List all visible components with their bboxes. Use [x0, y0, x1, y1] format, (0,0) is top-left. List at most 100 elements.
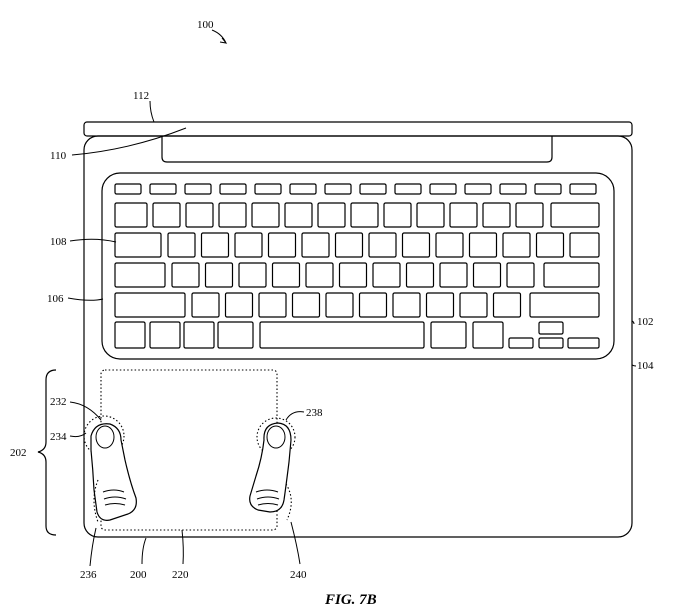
keyboard-key — [251, 202, 280, 228]
keyboard-key — [534, 183, 562, 195]
label-keyboard: 106 — [47, 293, 64, 305]
keyboard-key — [394, 183, 422, 195]
keyboard-key — [114, 321, 146, 349]
keyboard-key — [185, 202, 214, 228]
keyboard-key — [152, 202, 181, 228]
keyboard-key — [405, 262, 435, 288]
keyboard-key — [114, 202, 148, 228]
keyboard-keys — [114, 183, 600, 349]
label-finger-left: 234 — [50, 431, 67, 443]
keyboard-key — [464, 183, 492, 195]
label-housing: 104 — [637, 360, 654, 372]
keyboard-frame — [101, 172, 615, 360]
keyboard-key — [449, 202, 478, 228]
keyboard-key — [401, 232, 431, 258]
keyboard-key — [114, 262, 166, 288]
figure-caption: FIG. 7B — [324, 592, 377, 608]
keyboard-key — [538, 321, 564, 335]
display-lid — [83, 121, 633, 137]
keyboard-key — [259, 321, 425, 349]
keyboard-key — [535, 232, 565, 258]
keyboard-key — [284, 202, 313, 228]
label-display: 112 — [133, 90, 149, 102]
keyboard-key — [508, 337, 534, 349]
keyboard-key — [218, 202, 247, 228]
keyboard-key — [167, 232, 196, 258]
keyboard-key — [267, 232, 297, 258]
left-finger — [83, 415, 137, 523]
hinge — [161, 136, 553, 163]
keyboard-key — [114, 232, 162, 258]
keyboard-key — [550, 202, 600, 228]
keyboard-key — [350, 202, 379, 228]
keyboard-key — [171, 262, 200, 288]
keyboard-key — [219, 183, 247, 195]
label-touch-area: 220 — [172, 569, 189, 581]
keyboard-key — [506, 262, 535, 288]
keyboard-key — [184, 183, 212, 195]
label-finger-right-contact: 238 — [306, 407, 323, 419]
keyboard-key — [289, 183, 317, 195]
keyboard-key — [567, 337, 600, 349]
label-region: 202 — [10, 447, 27, 459]
keyboard-key — [383, 202, 412, 228]
keyboard-key — [472, 262, 502, 288]
right-finger — [249, 417, 296, 521]
keyboard-key — [482, 202, 511, 228]
right-fingernail — [266, 425, 286, 449]
keyboard-key — [429, 183, 457, 195]
label-device: 100 — [197, 19, 214, 31]
keyboard-key — [569, 183, 597, 195]
keyboard-key — [291, 292, 321, 318]
keyboard-key — [204, 262, 234, 288]
keyboard-key — [492, 292, 522, 318]
keyboard-key — [254, 183, 282, 195]
keyboard-key — [425, 292, 455, 318]
keyboard-key — [324, 183, 352, 195]
keyboard-key — [569, 232, 600, 258]
label-key: 108 — [50, 236, 67, 248]
keyboard-key — [358, 292, 388, 318]
keyboard-key — [114, 292, 186, 318]
keyboard-key — [305, 262, 334, 288]
keyboard-key — [368, 232, 397, 258]
label-trackpad: 200 — [130, 569, 147, 581]
keyboard-key — [317, 202, 346, 228]
label-base: 102 — [637, 316, 654, 328]
keyboard-key — [430, 321, 467, 349]
label-finger-left-tip: 236 — [80, 569, 97, 581]
laptop-base — [83, 135, 633, 538]
region-brace — [37, 369, 57, 536]
keyboard-key — [515, 202, 544, 228]
keyboard-key — [301, 232, 330, 258]
keyboard-key — [217, 321, 254, 349]
keyboard-key — [338, 262, 368, 288]
keyboard-key — [439, 262, 468, 288]
left-fingernail — [95, 425, 115, 449]
keyboard-key — [416, 202, 445, 228]
label-hinge: 110 — [50, 150, 67, 162]
label-finger-right-tip: 240 — [290, 569, 307, 581]
keyboard-key — [271, 262, 301, 288]
keyboard-key — [224, 292, 254, 318]
keyboard-key — [234, 232, 263, 258]
left-finger-contact-ring — [83, 415, 125, 457]
keyboard-key — [200, 232, 230, 258]
keyboard-key — [258, 292, 287, 318]
keyboard-key — [149, 321, 181, 349]
keyboard-key — [499, 183, 527, 195]
keyboard-key — [543, 262, 600, 288]
label-finger-left-contact: 232 — [50, 396, 67, 408]
keyboard-key — [359, 183, 387, 195]
keyboard-key — [183, 321, 215, 349]
right-finger-contact-arc — [285, 483, 292, 521]
keyboard-key — [191, 292, 220, 318]
keyboard-key — [468, 232, 498, 258]
keyboard-key — [238, 262, 267, 288]
keyboard-key — [325, 292, 354, 318]
keyboard-key — [149, 183, 177, 195]
keyboard-key — [538, 337, 564, 349]
keyboard-key — [459, 292, 488, 318]
keyboard-key — [529, 292, 600, 318]
